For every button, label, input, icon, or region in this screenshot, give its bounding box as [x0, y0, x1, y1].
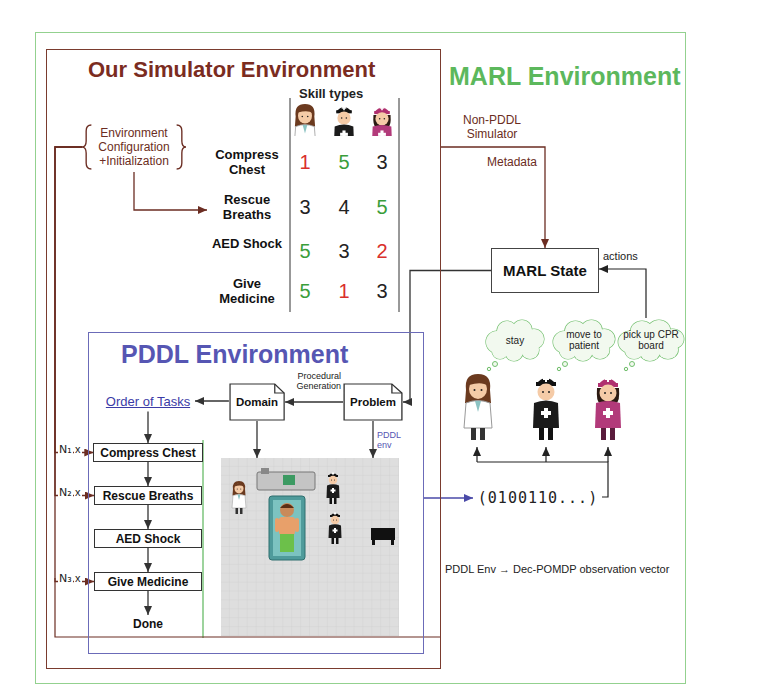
connector-arrow [403, 271, 491, 403]
thought-bubble: stay [484, 319, 546, 361]
node-text: (0100110...) [478, 489, 598, 507]
thought-dots [487, 362, 634, 371]
pddl-scene-shape [221, 458, 399, 636]
repeat-sign: x [74, 486, 82, 499]
node-text: pick up CPR board [623, 329, 679, 351]
divider-line [202, 440, 204, 638]
pddl-frame: PDDL EnvironmentOrder of Tasks Domain Prob… [88, 332, 424, 654]
task-box: Give Medicine [94, 572, 202, 591]
edge-note: actions [603, 250, 638, 263]
skill-score: 2 [368, 239, 396, 263]
connector-arrow [372, 421, 373, 458]
agent-figure [533, 376, 559, 440]
node-text: Compress Chest [100, 446, 195, 460]
node-text: Skill types [299, 86, 363, 102]
agent-figure [595, 376, 621, 440]
connector-arrow [441, 147, 545, 248]
connector-arrow [147, 505, 148, 529]
problem-file: Problem [343, 383, 403, 421]
skill-score: 5 [330, 150, 358, 174]
task-box: AED Shock [94, 529, 202, 548]
table-row-label: Compress Chest [207, 147, 287, 177]
connector-arrow [285, 401, 343, 402]
thought-bubble: pick up CPR board [616, 319, 686, 361]
task-box: Compress Chest [93, 443, 202, 462]
node-text: stay [506, 335, 524, 346]
agent-icon [334, 106, 354, 156]
connector-arrow [147, 548, 148, 572]
node-text: move to patient [558, 329, 610, 351]
node-text: Rescue Breaths [103, 489, 194, 503]
agent-icon [372, 106, 392, 156]
table-rule [290, 98, 399, 312]
pddl-scene: PDDL env [221, 458, 399, 636]
agent-figure [464, 374, 492, 440]
skill-score: 3 [368, 150, 396, 174]
connector-arrow [195, 400, 229, 401]
connector-arrow [147, 412, 148, 444]
skill-score: 5 [291, 279, 319, 303]
skill-score: 1 [330, 279, 358, 303]
caption-note: PDDL Env → Dec-POMDP observation vector [445, 563, 669, 576]
repeat-sign: x [74, 443, 82, 456]
connector-arrow [147, 591, 148, 615]
config-brace: Environment Configuration +Initializatio… [82, 122, 186, 172]
skill-score: 3 [368, 279, 396, 303]
node-text: Our Simulator Environment [88, 56, 375, 83]
task-box: Rescue Breaths [94, 486, 202, 505]
node-text: Done [133, 617, 163, 631]
order-heading: Order of Tasks [101, 391, 195, 412]
skill-score: 5 [291, 239, 319, 263]
table-row-label: Rescue Breaths [207, 192, 287, 222]
node-text: Problem [350, 396, 396, 409]
node-text: Order of Tasks [106, 394, 190, 409]
connector-arrow [147, 462, 148, 486]
table-row-label: AED Shock [207, 236, 287, 251]
edge-note: Metadata [487, 155, 537, 169]
edge-label: Non-PDDL Simulator [452, 113, 532, 141]
skill-score: 5 [368, 195, 396, 219]
thought-bubble: move to patient [551, 319, 617, 361]
skill-score: 3 [330, 239, 358, 263]
skill-score: 3 [291, 195, 319, 219]
connector-arrow [256, 421, 257, 458]
domain-file: Domain [229, 383, 285, 421]
done-step: Done [123, 615, 173, 633]
environment-frame: MARL Environment Our Simulator Environmen… [35, 32, 686, 684]
table-row-label: Give Medicine [207, 276, 287, 306]
agent-icon [294, 104, 316, 155]
marl-state: MARL State [491, 248, 599, 293]
repeat-count: N₂ [58, 486, 73, 499]
repeat-count: N₃ [58, 572, 73, 585]
simulator-frame: Our Simulator EnvironmentEnvironment Con… [46, 49, 441, 669]
node-text: MARL State [503, 262, 587, 280]
repeat-count: N₁ [58, 443, 73, 456]
observation-vector: (0100110...) [473, 486, 603, 510]
skill-score: 4 [330, 195, 358, 219]
node-text: Domain [236, 396, 278, 409]
connector-arrow [424, 497, 473, 498]
node-text: Give Medicine [108, 575, 189, 589]
node-text: PDDL Environment [121, 339, 348, 369]
node-text: MARL Environment [449, 61, 681, 91]
connector-arrow [134, 172, 207, 210]
node-text: AED Shock [116, 532, 181, 546]
node-text: PDDL env [377, 430, 405, 450]
repeat-sign: x [74, 572, 82, 585]
skill-score: 1 [291, 150, 319, 174]
observation-lines [477, 269, 646, 497]
node-text: Environment Configuration +Initializatio… [92, 126, 176, 168]
edge-label: Procedural Generation [283, 371, 341, 391]
